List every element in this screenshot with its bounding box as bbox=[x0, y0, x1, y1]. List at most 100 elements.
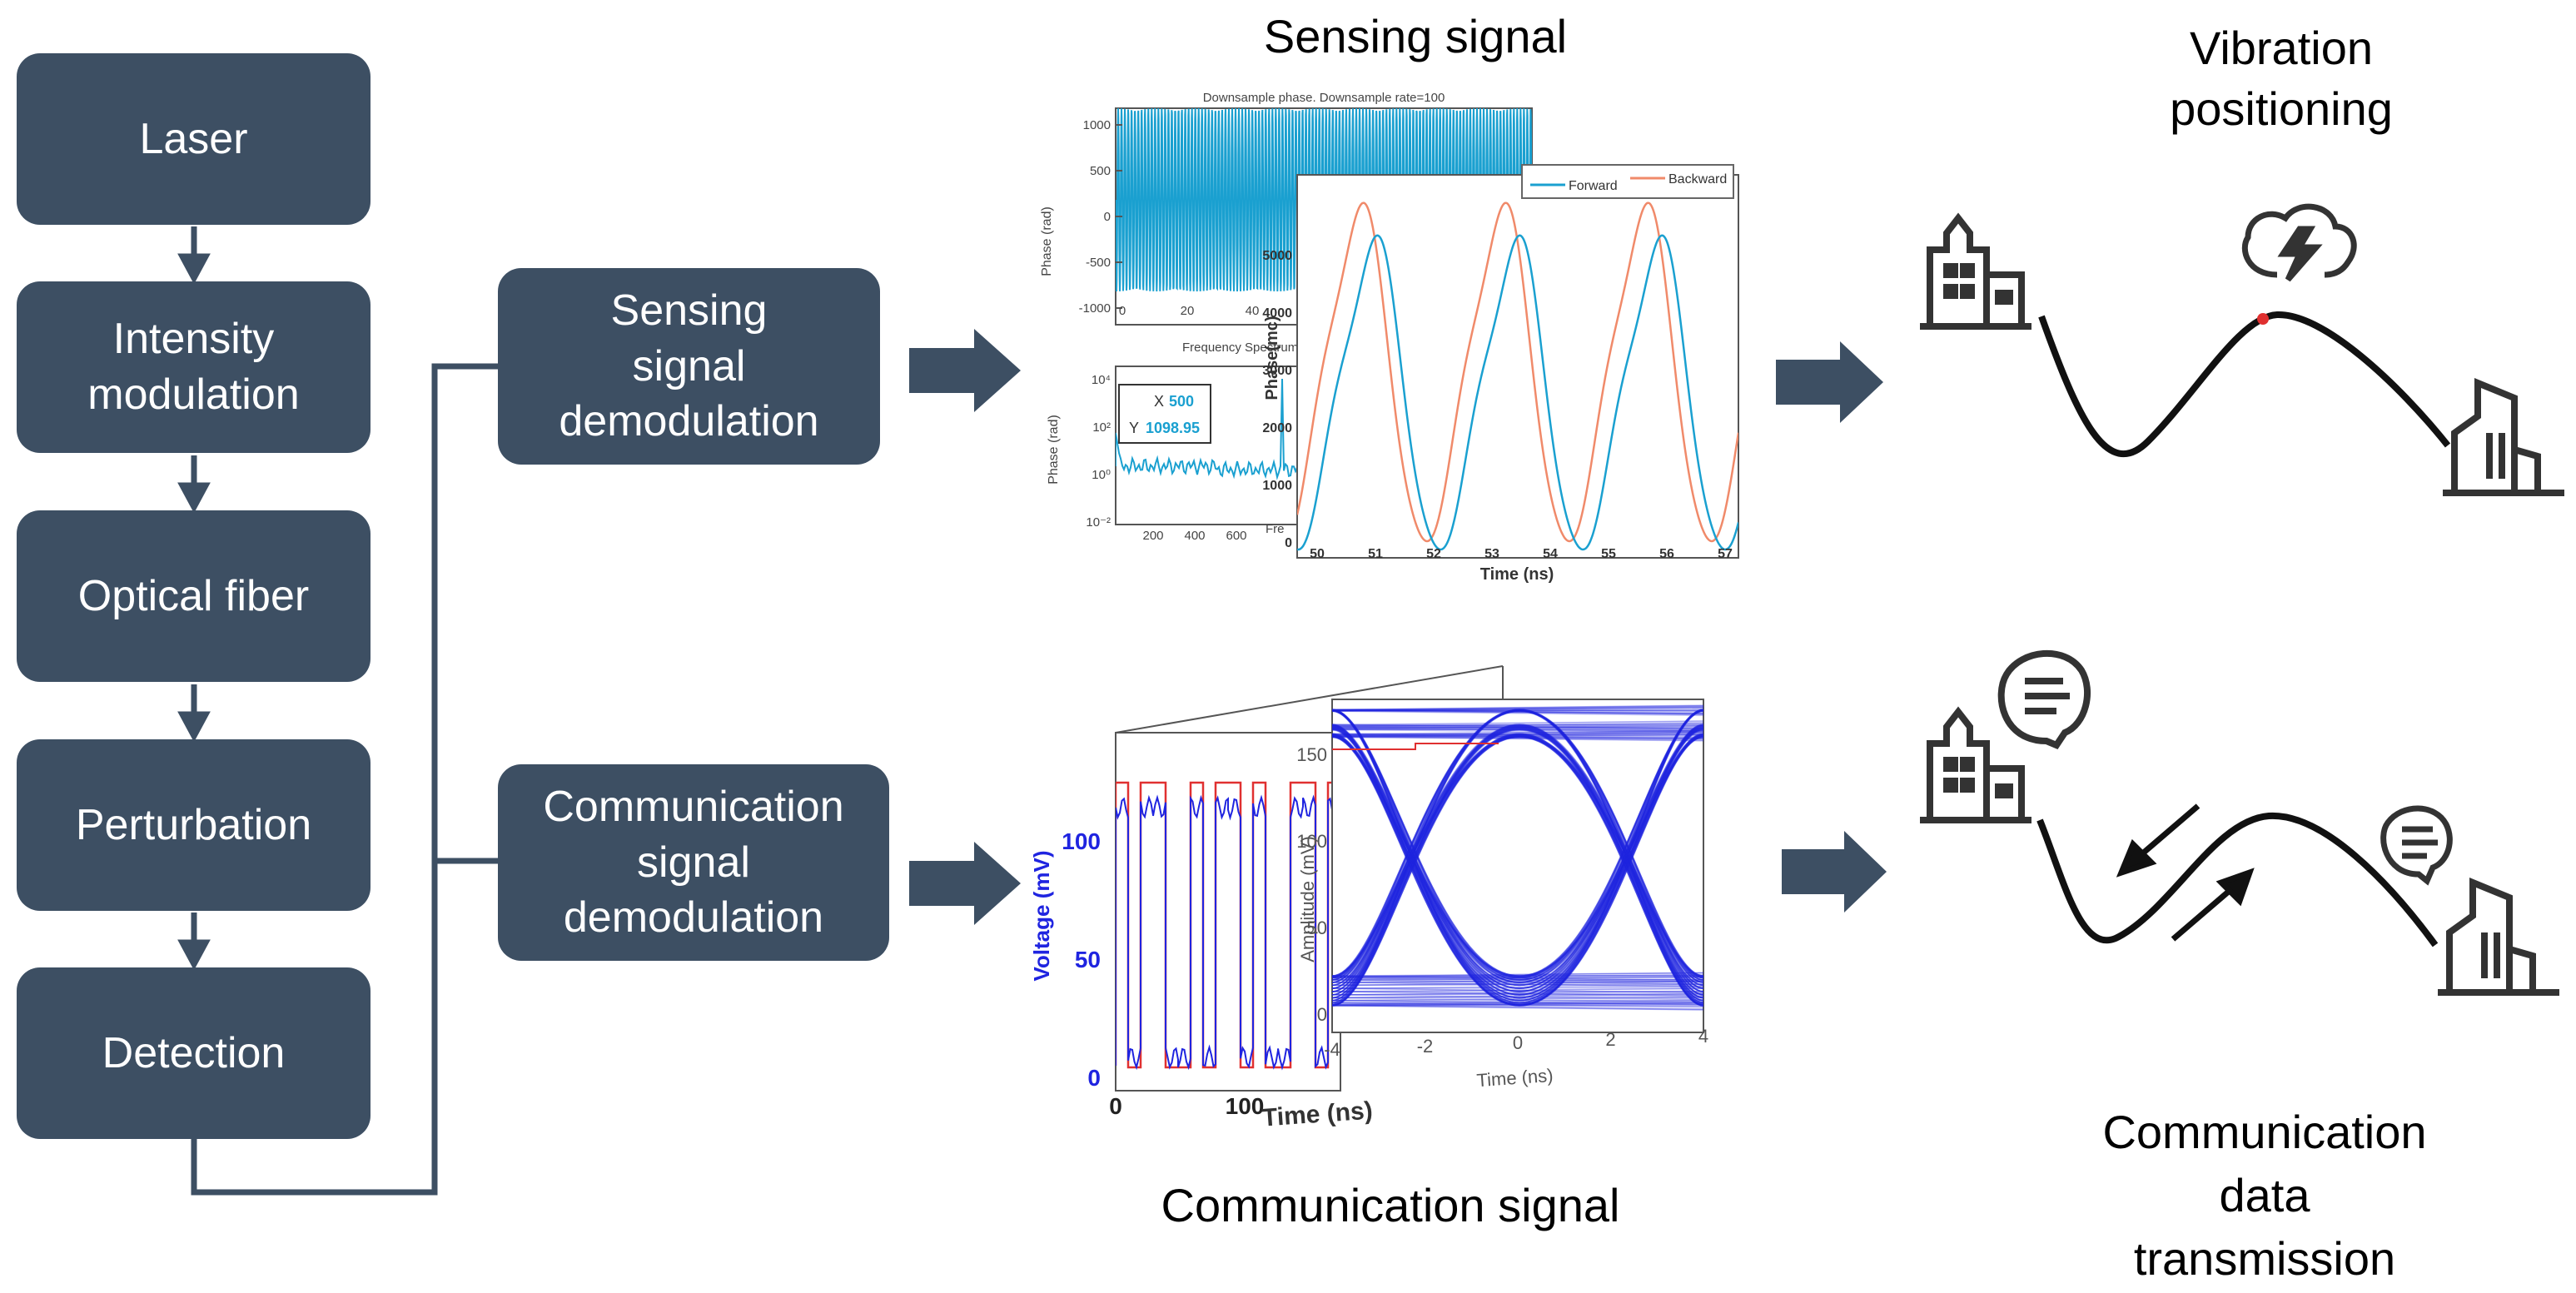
eye-trace bbox=[1332, 734, 1703, 979]
fbXTicks-label: 50 bbox=[1310, 547, 1325, 561]
eye-trace bbox=[1332, 724, 1703, 1004]
eye-trace bbox=[1332, 709, 1703, 981]
eye-trace bbox=[1332, 972, 1703, 977]
eye-trace bbox=[1332, 736, 1703, 1006]
eye-trace bbox=[1332, 733, 1703, 1002]
eye-trace bbox=[1332, 709, 1703, 996]
eye-trace bbox=[1332, 729, 1703, 989]
fbXTicks-label: 53 bbox=[1484, 547, 1499, 561]
eye-trace bbox=[1332, 732, 1703, 738]
eye-trace bbox=[1332, 709, 1703, 1004]
voltage-trace-received bbox=[1116, 794, 1340, 1071]
eye-trace bbox=[1332, 1004, 1703, 1011]
eye-trace bbox=[1332, 734, 1703, 1002]
step-perturbation: Perturbation bbox=[17, 739, 370, 911]
eye-trace bbox=[1332, 983, 1703, 987]
eye-trace bbox=[1332, 729, 1703, 989]
phaseXTicks-label: 20 bbox=[1181, 304, 1195, 318]
eye-trace bbox=[1332, 709, 1703, 1002]
eye-trace bbox=[1332, 735, 1703, 999]
spectrum-chart: Frequency Spectrum Phase (rad) 10⁴10²10⁰… bbox=[1047, 341, 1316, 543]
phase-chart-title: Downsample phase. Downsample rate=100 bbox=[1203, 91, 1445, 105]
eye-trace bbox=[1332, 726, 1703, 996]
eye-trace bbox=[1332, 729, 1703, 735]
eye-trace bbox=[1332, 709, 1703, 989]
eyeXTicks-label: 0 bbox=[1513, 1032, 1523, 1053]
eye-trace bbox=[1332, 709, 1703, 1004]
eye-trace bbox=[1332, 736, 1703, 742]
eye-trace bbox=[1332, 725, 1703, 732]
eye-trace bbox=[1332, 977, 1703, 982]
eye-trace bbox=[1332, 734, 1703, 1007]
datatip-y-label: Y bbox=[1129, 420, 1139, 436]
phaseYTicks-label: -500 bbox=[1086, 256, 1111, 270]
eye-trace bbox=[1332, 710, 1703, 989]
eye-trace bbox=[1332, 734, 1703, 989]
eye-trace bbox=[1332, 735, 1703, 987]
eye-trace bbox=[1332, 1004, 1703, 1007]
eye-trace bbox=[1332, 729, 1703, 1007]
skyscraper-icon bbox=[2438, 878, 2559, 996]
fb-chart-xlabel: Time (ns) bbox=[1480, 565, 1554, 584]
datatip-x-value: 500 bbox=[1169, 393, 1194, 410]
eye-trace bbox=[1332, 724, 1703, 1004]
eye-trace bbox=[1332, 1003, 1703, 1010]
fb-legend-backward: Backward bbox=[1668, 172, 1727, 186]
fbYTicks-label: 4000 bbox=[1262, 306, 1292, 321]
eye-trace bbox=[1332, 734, 1703, 992]
eye-trace bbox=[1332, 736, 1703, 996]
eye-trace bbox=[1332, 709, 1703, 712]
eye-trace bbox=[1332, 725, 1703, 1007]
eye-trace bbox=[1332, 734, 1703, 977]
eye-trace bbox=[1332, 709, 1703, 1007]
eye-trace bbox=[1332, 710, 1703, 1007]
eye-trace bbox=[1332, 728, 1703, 999]
eye-trace bbox=[1332, 728, 1703, 999]
eye-trace bbox=[1332, 709, 1703, 716]
fb-legend-forward: Forward bbox=[1569, 179, 1618, 193]
eye-trace bbox=[1332, 734, 1703, 992]
eye-trace bbox=[1332, 710, 1703, 983]
eye-trace bbox=[1332, 709, 1703, 981]
vibration-point bbox=[2257, 313, 2269, 325]
eye-trace bbox=[1332, 733, 1703, 1002]
phase-chart-ylabel: Phase (rad) bbox=[1040, 206, 1054, 276]
eye-trace bbox=[1332, 734, 1703, 1004]
eye-trace bbox=[1332, 709, 1703, 977]
arrow-comm-to-chart bbox=[909, 842, 1021, 925]
skyscraper-icon bbox=[2443, 378, 2564, 496]
eye-trace bbox=[1332, 727, 1703, 1006]
eye-trace bbox=[1332, 736, 1703, 740]
arrow-upstream bbox=[2171, 868, 2255, 942]
eye-trace bbox=[1332, 710, 1703, 1007]
voltYTicks-label: 100 bbox=[1062, 828, 1101, 854]
eye-trace bbox=[1332, 997, 1703, 1002]
eye-trace bbox=[1332, 990, 1703, 996]
eye-trace bbox=[1332, 735, 1703, 999]
eye-trace bbox=[1332, 733, 1703, 738]
fbYTicks-label: 5000 bbox=[1262, 249, 1292, 263]
eye-trace bbox=[1332, 733, 1703, 992]
eye-trace bbox=[1332, 736, 1703, 999]
fb-chart-ylabel: Phase(mc) bbox=[1263, 316, 1281, 400]
eye-trace bbox=[1332, 979, 1703, 985]
eye-trace bbox=[1332, 734, 1703, 977]
fiber-curve-bottom bbox=[2036, 812, 2439, 947]
eye-trace bbox=[1332, 729, 1703, 979]
eye-trace bbox=[1332, 709, 1703, 979]
eye-trace bbox=[1332, 724, 1703, 729]
eye-trace bbox=[1332, 709, 1703, 1006]
fbXTicks-label: 52 bbox=[1426, 547, 1441, 561]
chat-bubble-icon bbox=[2380, 805, 2453, 886]
voltage-trace-reference bbox=[1116, 781, 1340, 1069]
sensing-signal-caption: Sensing signal bbox=[1263, 10, 1568, 62]
eye-trace bbox=[1332, 709, 1703, 714]
spectrum-trace bbox=[1116, 378, 1315, 481]
eye-trace bbox=[1332, 1002, 1703, 1007]
phaseXTicks-label: 40 bbox=[1246, 304, 1260, 318]
eye-trace bbox=[1332, 727, 1703, 987]
phaseYTicks-label: 1000 bbox=[1083, 118, 1111, 132]
eye-trace bbox=[1332, 734, 1703, 1007]
